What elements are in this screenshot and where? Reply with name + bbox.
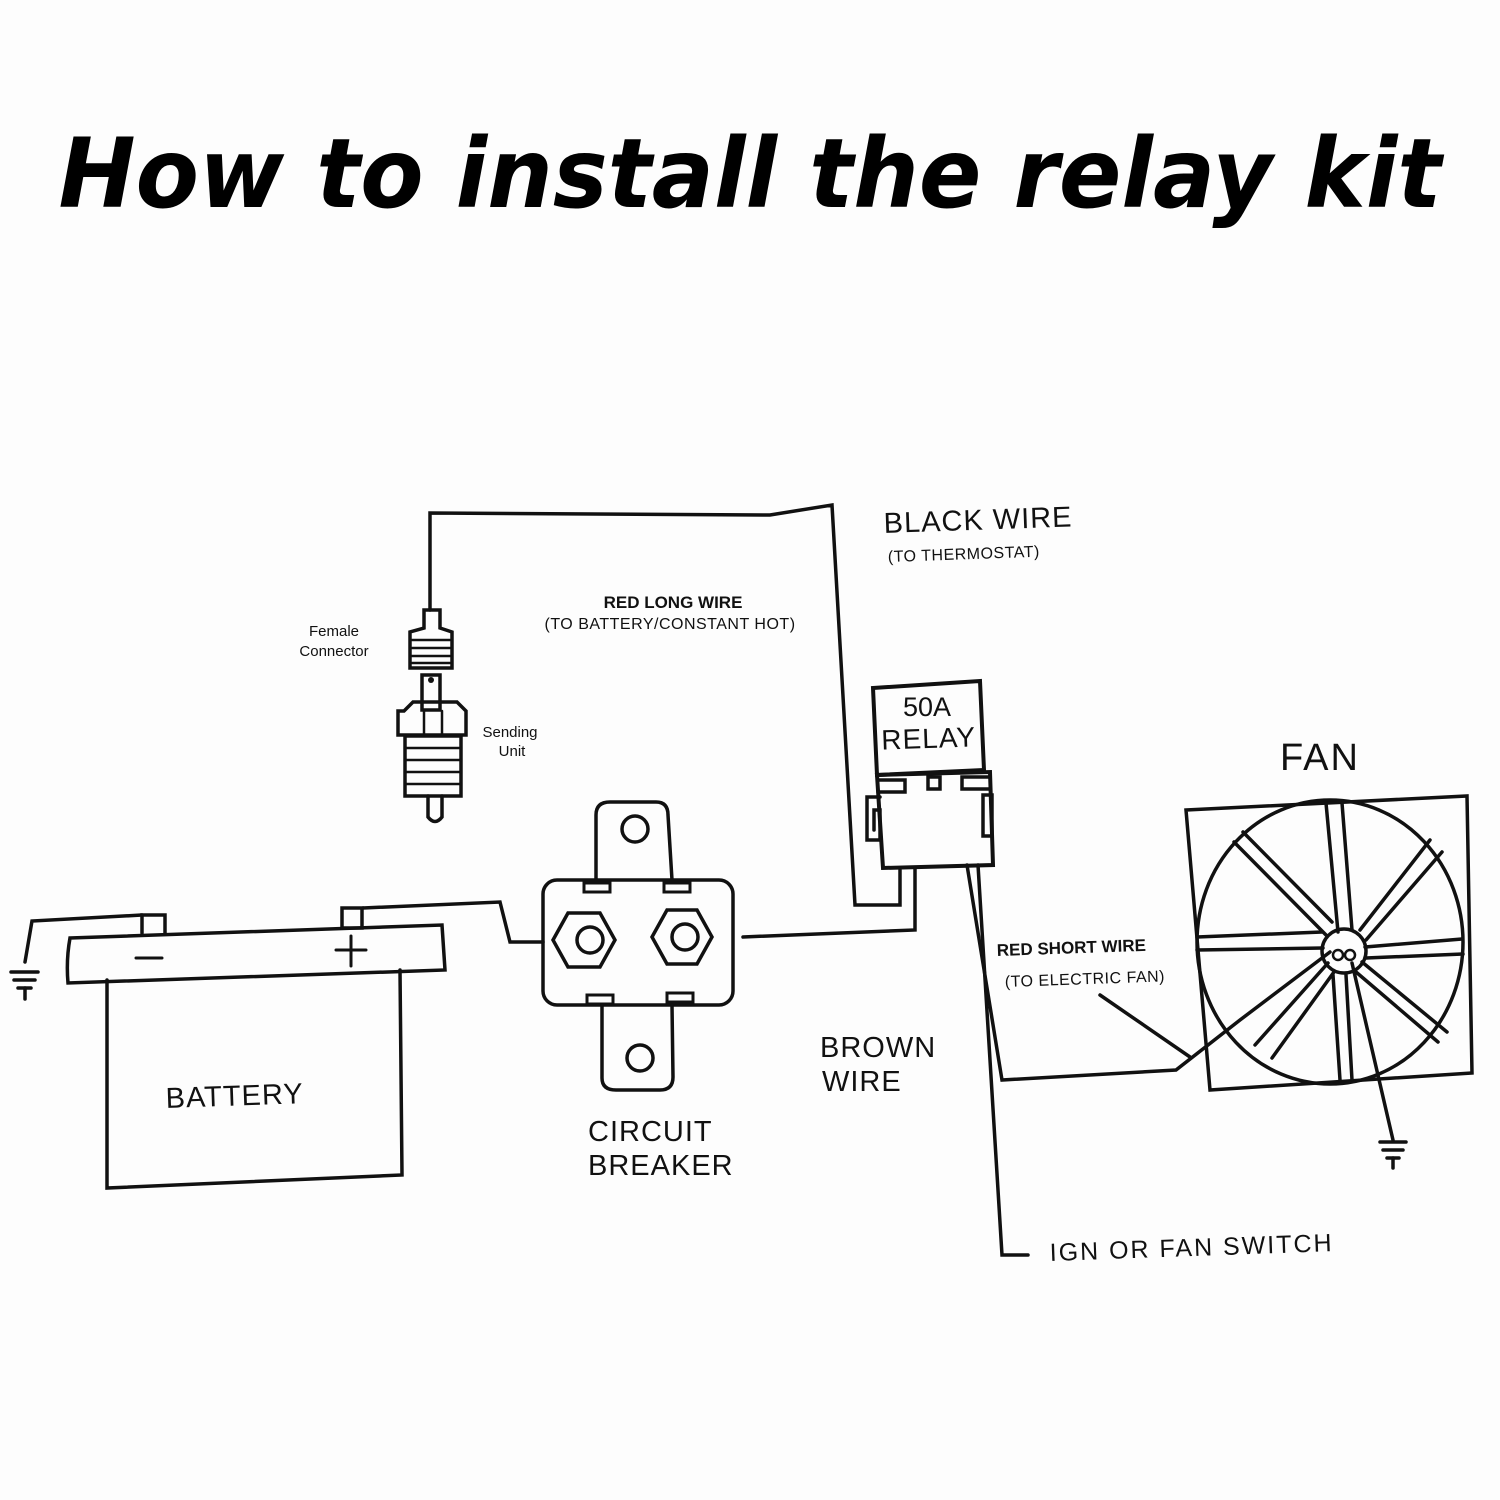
red-long-wire [428,502,902,907]
battery [65,906,447,1190]
red-short-wire-label: RED SHORT WIRE [996,936,1146,960]
ign-switch-wire [976,863,1030,1257]
female-connector-label-2: Connector [299,643,368,660]
brown-wire-label: BROWN [820,1032,936,1064]
female-connector-label: Female [309,623,359,640]
battery-label: BATTERY [165,1078,304,1115]
page-title: How to install the relay kit [58,118,1442,230]
red-short-wire [965,863,1332,1082]
battery-ground-icon [9,913,144,1001]
black-wire-label: BLACK WIRE [883,501,1073,540]
circuit-breaker-label-2: BREAKER [588,1150,734,1182]
brown-wire-label-2: WIRE [822,1066,902,1098]
fan-ground-icon [1350,961,1408,1170]
circuit-breaker [541,800,735,1092]
red-long-wire-label: RED LONG WIRE [604,593,743,612]
red-short-wire-leader [1098,993,1192,1059]
female-connector [408,608,454,670]
relay-50a [865,678,996,871]
ign-switch-label: IGN OR FAN SWITCH [1049,1229,1334,1267]
sending-unit-label: Sending [482,724,537,741]
black-wire-note: (TO THERMOSTAT) [888,544,1041,566]
sending-unit [396,673,468,824]
battery-positive-wire [361,900,545,944]
brown-wire [741,866,917,939]
sending-unit-label-2: Unit [499,743,527,760]
circuit-breaker-label: CIRCUIT [588,1116,713,1148]
red-long-wire-note: (TO BATTERY/CONSTANT HOT) [544,616,795,633]
red-short-wire-note: (TO ELECTRIC FAN) [1005,968,1166,991]
relay-label-2: RELAY [881,721,977,755]
relay-label: 50A [903,692,951,722]
fan [1184,794,1474,1092]
fan-label: FAN [1280,737,1360,779]
